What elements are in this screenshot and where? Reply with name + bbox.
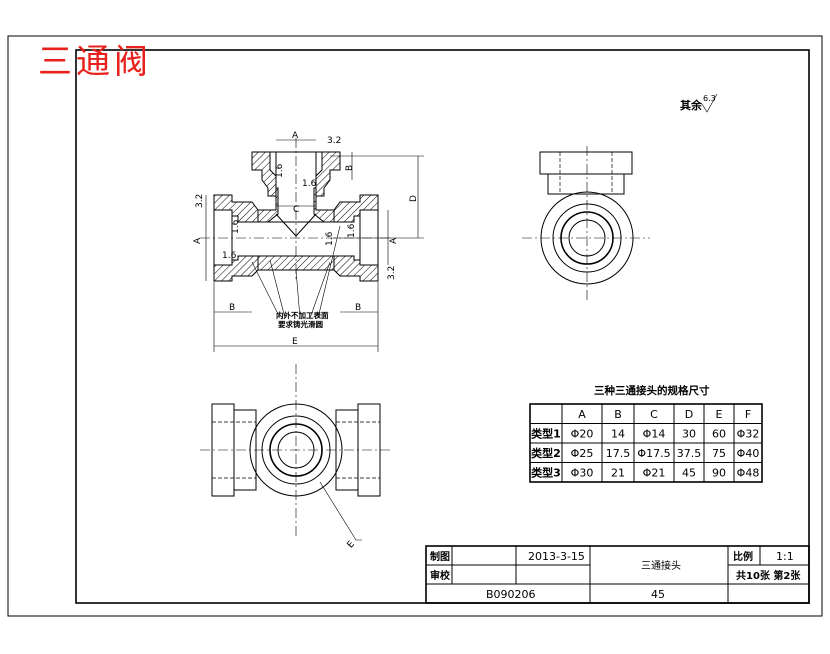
- spec-cell: Φ17.5: [637, 447, 670, 460]
- dimensions-front: A 3.2 B D A 3.2 A 3.2 C 1.6 1.6 1.6 1.6 …: [193, 131, 424, 352]
- spec-cell: 30: [682, 427, 696, 440]
- drawn-label: 制图: [430, 550, 450, 563]
- right-wall-bottom: [333, 255, 379, 282]
- top-view: E: [200, 364, 392, 550]
- top-wall-right: [315, 151, 341, 197]
- dim-e: E: [292, 337, 298, 347]
- material: 45: [651, 588, 665, 601]
- dim-b-right: B: [355, 303, 361, 313]
- scale-value: 1:1: [776, 550, 794, 563]
- dim-r32-left: 3.2: [195, 194, 205, 208]
- top-wall-left: [251, 151, 277, 197]
- title-stamp: 三通阀: [38, 42, 152, 82]
- spec-header-cell: D: [685, 408, 693, 421]
- dim-d-vert: D: [409, 195, 419, 202]
- spec-header-cell: A: [578, 408, 586, 421]
- spec-cell: 21: [611, 466, 625, 479]
- spec-header-cell: F: [745, 408, 751, 421]
- outer-border: [7, 35, 823, 617]
- dim-b-vert: B: [345, 165, 355, 171]
- roughness-label: 其余: [680, 98, 703, 112]
- roughness-note: 其余 6.3: [680, 93, 718, 113]
- spec-cell: Φ25: [571, 447, 594, 460]
- spec-cell: Φ14: [643, 427, 666, 440]
- section-note-line1: 内外不加工表面: [276, 310, 329, 320]
- dim-r16-f: 1.6: [275, 163, 285, 178]
- spec-cell: Φ21: [643, 466, 666, 479]
- title-block: 制图 审校 2013-3-15 三通接头 比例 1:1 共10张 第2张 B09…: [425, 545, 810, 604]
- sheet-info: 共10张 第2张: [736, 569, 801, 582]
- dim-r16-c: 1.6: [231, 219, 241, 234]
- right-wall-top: [333, 194, 379, 223]
- inner-frame: [75, 49, 810, 604]
- roughness-value: 6.3: [703, 94, 716, 103]
- spec-cell: Φ48: [737, 466, 760, 479]
- spec-header-cell: E: [716, 408, 723, 421]
- side-view: [522, 146, 650, 300]
- spec-header-cell: B: [614, 408, 622, 421]
- spec-cell: Φ30: [571, 466, 594, 479]
- spec-cell: 14: [611, 427, 625, 440]
- dim-a-top: A: [292, 131, 299, 141]
- spec-cell: Φ20: [571, 427, 594, 440]
- dim-c: C: [293, 205, 299, 215]
- spec-cell: Φ40: [737, 447, 760, 460]
- spec-cell: 37.5: [677, 447, 702, 460]
- spec-cell: 17.5: [606, 447, 631, 460]
- dim-r32-top: 3.2: [327, 136, 341, 146]
- dim-a-left: A: [193, 237, 203, 244]
- spec-cell: 60: [712, 427, 726, 440]
- front-section-view: A 3.2 B D A 3.2 A 3.2 C 1.6 1.6 1.6 1.6 …: [193, 131, 424, 352]
- spec-table-title: 三种三通接头的规格尺寸: [594, 384, 710, 397]
- dim-a-right: A: [389, 237, 399, 244]
- dim-r16-d: 1.6: [347, 223, 357, 238]
- section-note-line2: 要求铸光滑圆: [278, 319, 323, 329]
- spec-cell: 类型3: [531, 465, 561, 479]
- spec-cell: 45: [682, 466, 696, 479]
- dim-b-left: B: [229, 303, 235, 313]
- dim-r16-b: 1.6: [222, 251, 237, 261]
- spec-header-cell: C: [650, 408, 658, 421]
- dim-e-top-view: E: [346, 539, 358, 550]
- drawing-number: B090206: [486, 588, 536, 601]
- spec-cell: 类型1: [531, 426, 561, 440]
- spec-cell: 类型2: [531, 446, 561, 460]
- spec-cell: 75: [712, 447, 726, 460]
- roughness-symbol: [701, 93, 718, 113]
- left-wall-top: [213, 194, 259, 223]
- dim-r32-right: 3.2: [387, 266, 397, 280]
- checked-label: 审校: [430, 569, 451, 582]
- spec-cell: Φ32: [737, 427, 760, 440]
- dim-r16-a: 1.6: [302, 179, 317, 189]
- scale-label: 比例: [733, 550, 753, 563]
- drawing-date: 2013-3-15: [528, 550, 585, 563]
- dim-r16-e: 1.6: [325, 231, 335, 246]
- spec-cell: 90: [712, 466, 726, 479]
- part-name: 三通接头: [641, 559, 681, 572]
